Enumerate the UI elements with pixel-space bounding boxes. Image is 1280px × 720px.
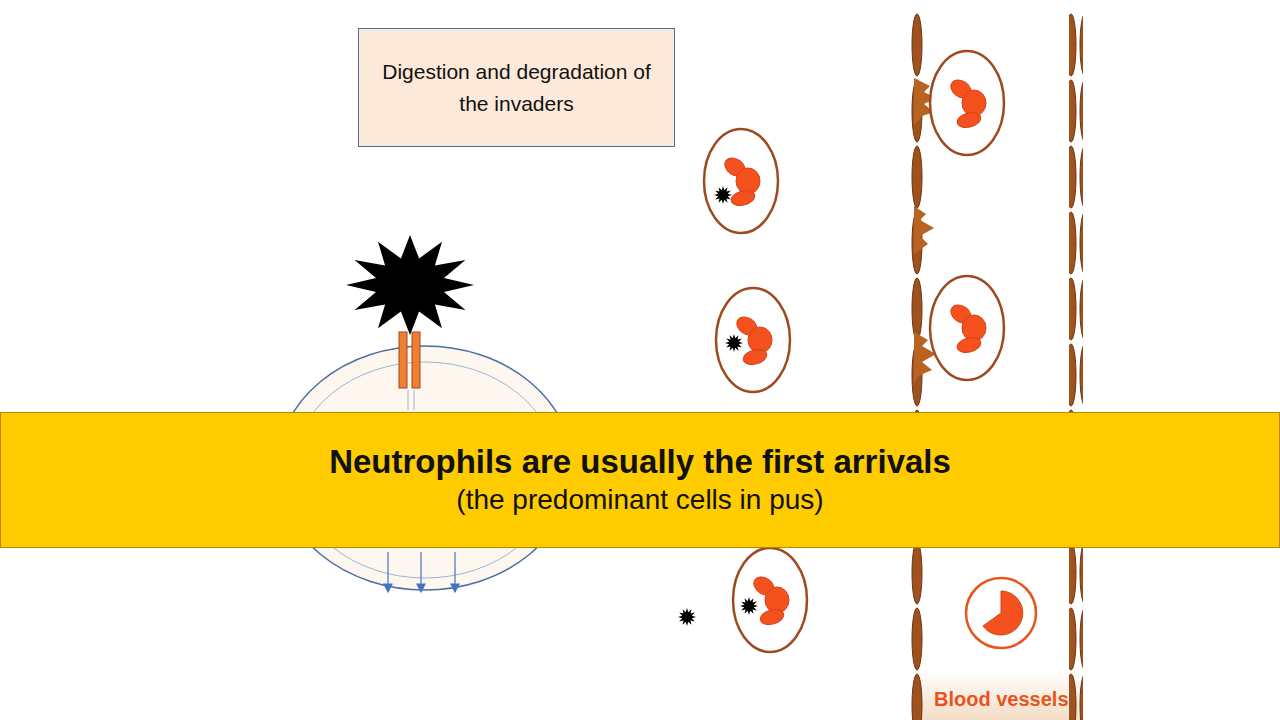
neutrophil <box>930 276 1004 380</box>
banner-band: Neutrophils are usually the first arriva… <box>0 412 1280 548</box>
secretion-arrows <box>384 552 459 592</box>
microbe <box>714 186 732 204</box>
receptor <box>412 332 420 388</box>
microbe <box>740 597 758 615</box>
blood-cell-nucleus <box>983 591 1023 635</box>
node-text: Digestion and degradation of the invader… <box>371 56 662 119</box>
neutrophil <box>930 51 1004 155</box>
neutrophil <box>733 548 807 652</box>
blood-cell <box>966 578 1036 648</box>
signal-line <box>414 390 415 410</box>
node-subtext: (the predominant cells in pus) <box>456 482 823 518</box>
node-text: Neutrophils are usually the first arriva… <box>329 441 951 482</box>
signal-line <box>408 390 409 410</box>
invader-pathogen <box>346 235 474 335</box>
vessel-label: Blood vessels <box>934 688 1069 711</box>
microbe <box>678 608 696 626</box>
microbe <box>725 334 743 352</box>
vessel-wall <box>1069 12 1083 720</box>
vessel-ground <box>918 670 1080 720</box>
process-box: Digestion and degradation of the invader… <box>358 28 675 147</box>
neutrophil <box>716 288 790 392</box>
neutrophil <box>704 129 778 233</box>
receptor <box>399 332 407 388</box>
